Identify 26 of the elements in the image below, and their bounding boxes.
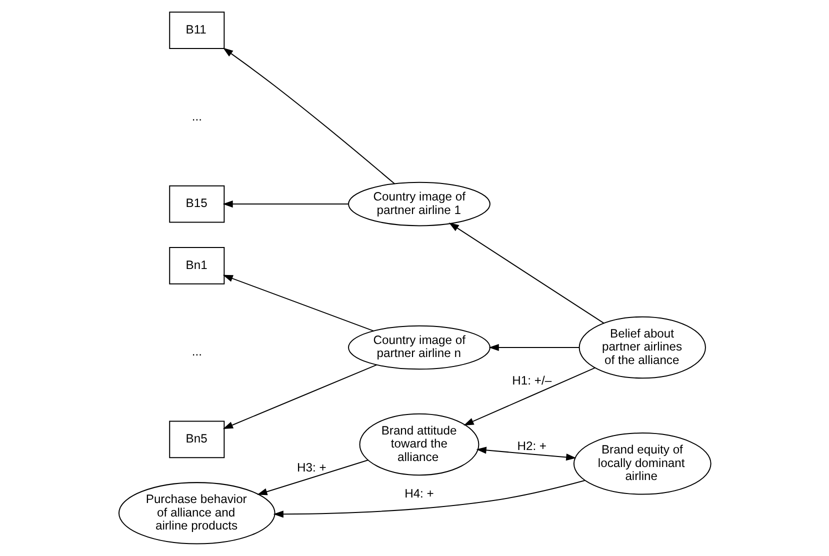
arrow	[222, 364, 376, 430]
edge-label: H4: +	[404, 486, 434, 501]
node-ellipse: Country image of partner airline n	[348, 325, 490, 370]
arrow	[488, 344, 579, 352]
arrow	[256, 460, 368, 496]
node-ellipse: Brand equity of locally dominant airline	[572, 432, 711, 495]
node-ellipse: Belief about partner airlines of the alliance	[578, 316, 706, 379]
arrow	[448, 222, 604, 324]
edge-label: H2: +	[516, 439, 546, 454]
node-box: Bn1	[168, 246, 224, 284]
node-box: B11	[168, 12, 224, 49]
arrow	[476, 446, 576, 461]
arrow	[222, 274, 374, 332]
node-ellipse: Country image of partner airline 1	[348, 182, 490, 226]
node-ellipse: Brand attitude toward the alliance	[358, 413, 479, 476]
edge-label: H1: +/–	[512, 373, 552, 388]
arrow	[222, 200, 348, 208]
arrow	[463, 367, 595, 426]
node-ellipse: Purchase behavior of alliance and airline products	[118, 482, 275, 544]
node-box: Bn5	[168, 420, 224, 458]
node-box: B15	[168, 185, 224, 223]
label: ...	[191, 109, 202, 124]
arrow	[272, 480, 584, 518]
arrow	[222, 48, 395, 184]
label: ...	[191, 344, 202, 359]
edge-label: H3: +	[296, 460, 326, 474]
